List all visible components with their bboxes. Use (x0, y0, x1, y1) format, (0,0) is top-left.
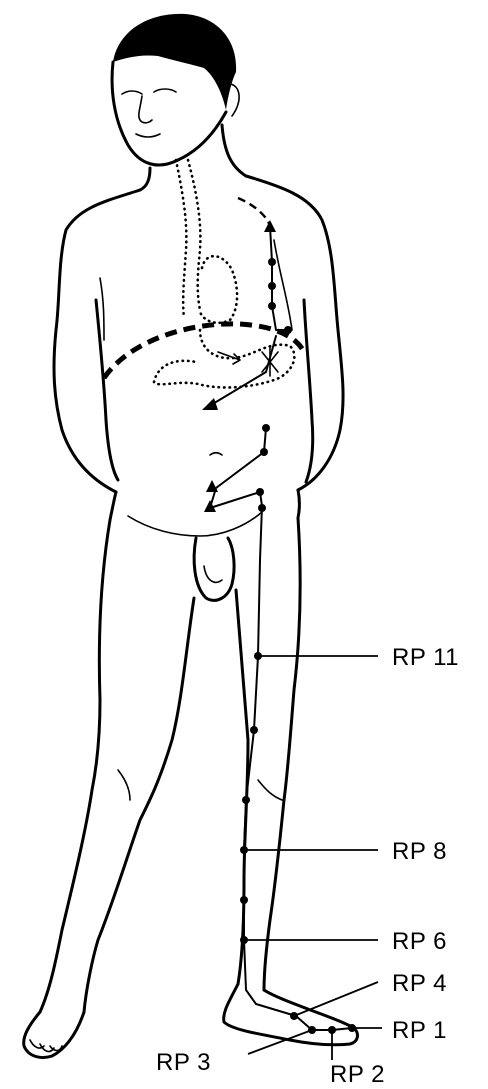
right-arm-inner (304, 300, 313, 482)
esophagus-left (176, 160, 186, 318)
acupoint (242, 796, 250, 804)
acupoint (256, 488, 264, 496)
left-shoulder-arm (54, 190, 140, 492)
legs (24, 518, 358, 1058)
leader-lines (244, 656, 382, 1060)
leader-rp4 (294, 982, 378, 1016)
acupoint (262, 424, 270, 432)
acupoint (268, 282, 276, 290)
abdomen-side-left (110, 492, 116, 520)
acupoint (250, 726, 258, 734)
chest-right-line (274, 240, 292, 330)
face-outline (112, 62, 226, 165)
inguinal-fold (128, 512, 262, 536)
acupoint (284, 326, 292, 334)
mouth (136, 134, 160, 137)
right-shoulder-arm (246, 176, 343, 490)
right-knee (258, 780, 282, 800)
acupoint (258, 504, 266, 512)
acupoint (268, 258, 276, 266)
meridian-abdomen-zigzag (210, 428, 266, 508)
meridian-arrow-lower (206, 480, 218, 492)
meridian-thorax (270, 226, 286, 330)
label-rp3: RP 3 (156, 1049, 211, 1076)
head (112, 14, 239, 165)
label-rp6: RP 6 (392, 928, 447, 955)
neck-left (140, 168, 150, 190)
label-rp8: RP 8 (392, 838, 447, 865)
right-leg-outer (264, 518, 300, 990)
meridian-arrow-top (264, 220, 276, 232)
neck-right (222, 125, 246, 176)
left-foot (24, 1012, 84, 1058)
genitals-detail (204, 566, 222, 582)
meridian-leg (244, 506, 352, 1030)
label-rp2: RP 2 (330, 1061, 385, 1088)
hair (113, 14, 236, 110)
left-knee (118, 770, 130, 800)
abdomen-side-right (298, 490, 300, 518)
acupoint (260, 448, 268, 456)
heart (200, 256, 237, 323)
meridian-upper-dashed (238, 198, 270, 226)
acupoint (240, 896, 248, 904)
diaphragm-line (104, 324, 304, 378)
right-leg-inner (236, 590, 248, 984)
label-rp1: RP 1 (392, 1017, 447, 1044)
chest-left-line (100, 278, 104, 340)
esophagus-right (188, 160, 200, 310)
internal-organs (154, 160, 294, 387)
acupoint (268, 302, 276, 310)
meridian-arrow-abdomen (202, 398, 218, 410)
point-labels: RP 11 RP 8 RP 6 RP 4 RP 1 RP 3 RP 2 (156, 644, 459, 1088)
label-rp4: RP 4 (392, 970, 447, 997)
genitals (194, 538, 234, 600)
nose (139, 96, 152, 123)
left-arm-inner (96, 300, 118, 480)
navel (210, 453, 222, 455)
label-rp11: RP 11 (392, 644, 459, 671)
left-toes (30, 1040, 62, 1051)
eyes (122, 89, 176, 94)
